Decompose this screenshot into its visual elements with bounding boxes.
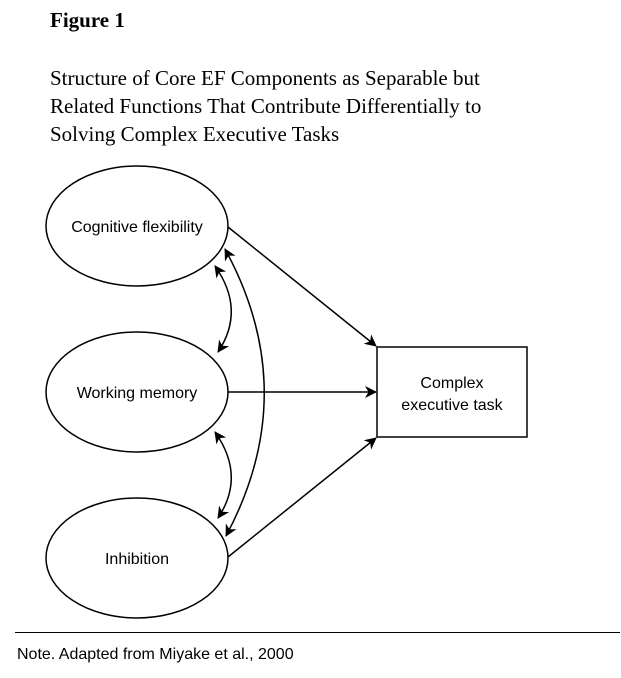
figure-title-line: Structure of Core EF Components as Separ… <box>50 66 480 90</box>
figure-label: Figure 1 <box>50 8 125 32</box>
complex-executive-task-label-line: executive task <box>401 397 503 414</box>
figure-title-line: Related Functions That Contribute Differ… <box>50 94 482 118</box>
complex-executive-task-label-line: Complex <box>420 375 483 392</box>
correlation-cognitive-flexibility-inhibition <box>224 248 265 537</box>
cognitive-flexibility-label: Cognitive flexibility <box>71 219 203 236</box>
node-complex-executive-task: Complex executive task <box>376 346 528 438</box>
figure-title-line: Solving Complex Executive Tasks <box>50 122 340 146</box>
correlation-working-memory-inhibition <box>214 431 232 519</box>
node-inhibition: Inhibition <box>45 497 229 619</box>
inhibition-ellipse <box>45 497 229 619</box>
complex-executive-task-box <box>376 346 528 438</box>
inhibition-label: Inhibition <box>105 551 169 568</box>
cognitive-flexibility-ellipse <box>45 165 229 287</box>
correlation-cognitive-flexibility-working-memory <box>214 265 232 353</box>
figure-note: Note. Adapted from Miyake et al., 2000 <box>17 646 294 663</box>
node-cognitive-flexibility: Cognitive flexibility <box>45 165 229 287</box>
working-memory-label: Working memory <box>77 385 198 402</box>
figure-title: Structure of Core EF Components as Separ… <box>50 64 610 148</box>
note-divider <box>15 632 620 633</box>
node-working-memory: Working memory <box>45 331 229 453</box>
arrow-inhibition-to-task <box>227 437 377 558</box>
arrow-cognitive-flexibility-to-task <box>227 226 377 347</box>
